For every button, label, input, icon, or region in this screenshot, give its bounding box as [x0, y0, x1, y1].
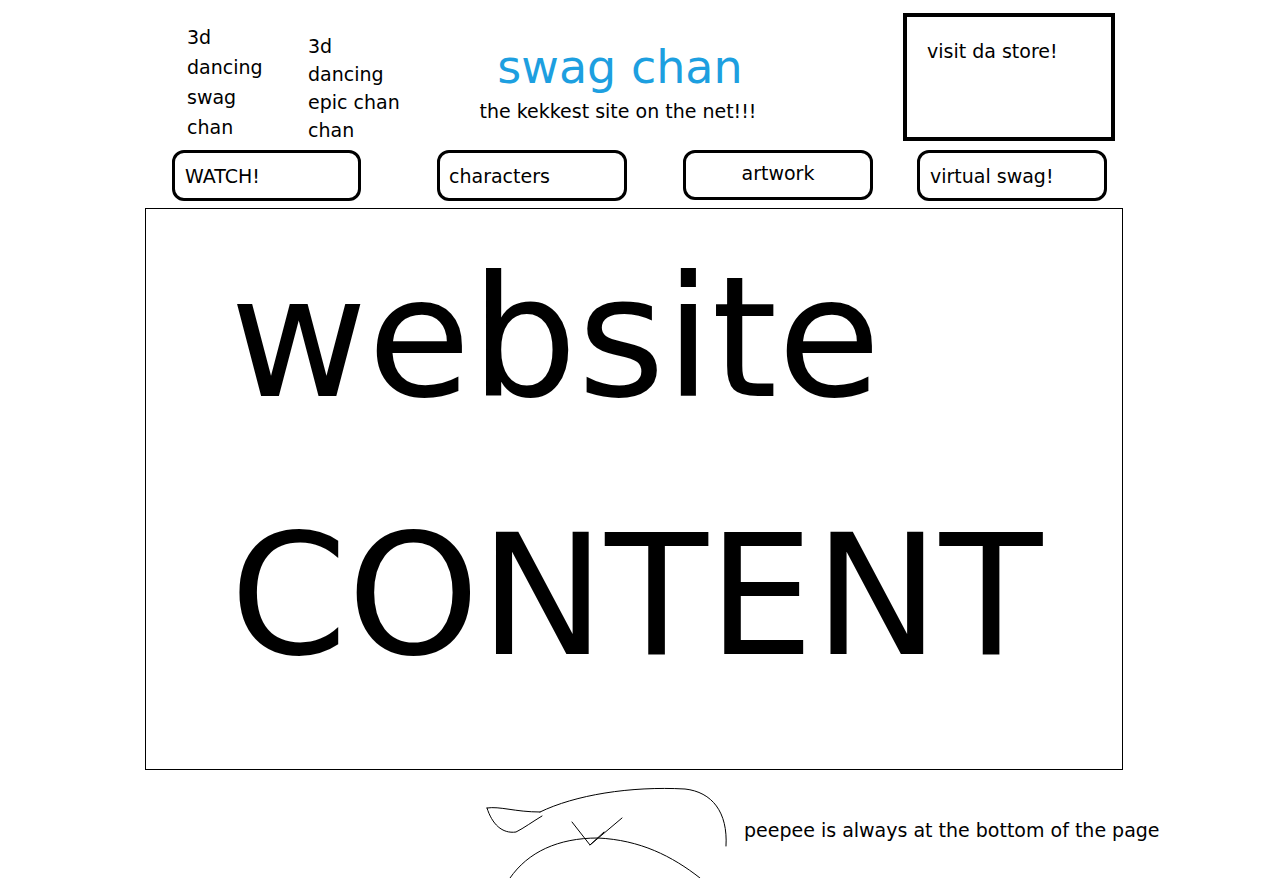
tagline: the kekkest site on the net!!!: [480, 99, 757, 123]
content-text: website CONTENT: [230, 209, 1110, 725]
footer-note: peepee is always at the bottom of the pa…: [744, 818, 1160, 842]
nav-button: artwork: [683, 150, 873, 200]
button-text: visit da store!: [927, 39, 1058, 63]
button-text: characters: [449, 164, 550, 188]
button-text: virtual swag!: [930, 164, 1054, 188]
sidebar-note: 3d dancing swag chan: [187, 22, 272, 142]
content-panel: website CONTENT: [145, 208, 1123, 770]
nav-button: WATCH!: [172, 150, 361, 201]
button-text: WATCH!: [185, 164, 260, 188]
store-box: visit da store!: [903, 13, 1115, 141]
sketch-belly: [510, 838, 700, 878]
sketch-tail: [487, 808, 542, 832]
sidebar-note: 3d dancing epic chan chan: [308, 32, 408, 144]
sketch-fin: [572, 818, 622, 845]
nav-button: characters: [437, 150, 627, 201]
sketch-back: [540, 788, 726, 846]
nav-button: virtual swag!: [917, 150, 1107, 201]
sketch-tail-top: [487, 808, 540, 812]
site-title: swag chan: [497, 40, 742, 94]
button-text: artwork: [742, 161, 815, 185]
